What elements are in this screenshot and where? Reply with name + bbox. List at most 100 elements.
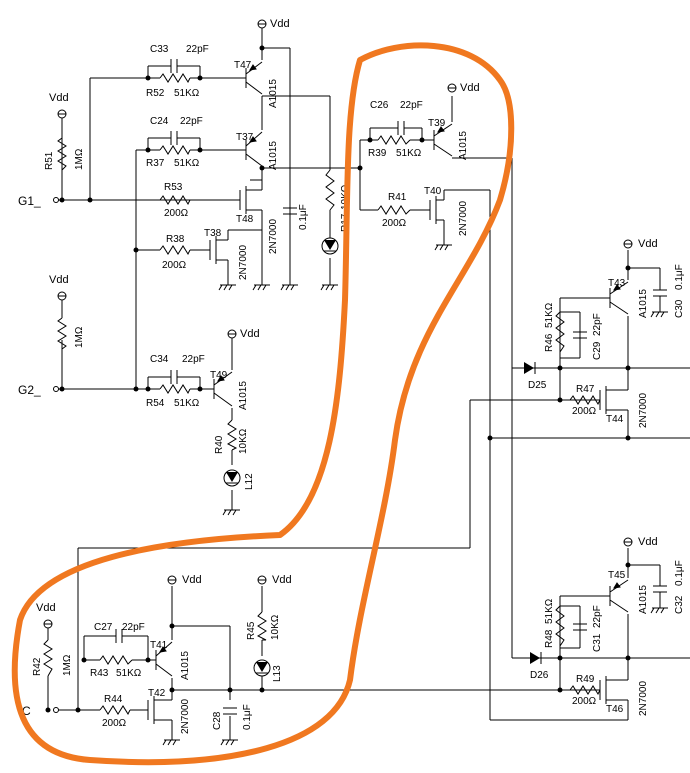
ground-symbol	[218, 284, 236, 291]
ground-symbol	[162, 739, 180, 746]
transistors	[147, 61, 629, 724]
input-label-c: C	[22, 704, 31, 718]
label-r43-ref: R43	[90, 668, 109, 679]
label-r47-value: 200Ω	[572, 406, 597, 417]
label-c26-value: 22pF	[400, 100, 423, 111]
resistor-r37	[159, 145, 191, 156]
capacitor-c34	[165, 370, 183, 384]
resistor-r46	[555, 311, 565, 353]
label-r46-value: 51KΩ	[544, 302, 555, 328]
label-r44-ref: R44	[104, 694, 123, 705]
label-d26: D26	[530, 670, 549, 681]
label-t47-part: A1015	[268, 79, 279, 108]
svg-text:Vdd: Vdd	[270, 18, 290, 30]
label-r54-ref: R54	[146, 398, 165, 409]
label-t37-ref: T37	[236, 132, 254, 143]
label-c33-value: 22pF	[186, 44, 209, 55]
vdd-symbol: Vdd	[167, 574, 202, 586]
capacitor-c32	[653, 585, 667, 608]
resistor-r40	[226, 419, 238, 451]
diode-d26	[530, 652, 542, 664]
led-l17	[321, 237, 339, 255]
resistor-r42	[43, 639, 53, 677]
resistor-r54	[159, 384, 191, 395]
transistor-t41	[155, 641, 173, 677]
label-c24-ref: C24	[150, 116, 169, 127]
ground-symbol	[650, 311, 668, 318]
label-r41-ref: R41	[388, 192, 407, 203]
label-t38-part: 2N7000	[238, 245, 249, 280]
label-r40-value: 10KΩ	[238, 428, 249, 454]
label-t47-ref: T47	[234, 60, 252, 71]
label-t44-ref: T44	[606, 414, 624, 425]
vdd-symbol: Vdd	[36, 602, 56, 629]
label-c27-ref: C27	[94, 622, 113, 633]
capacitor-c33	[165, 59, 183, 73]
input-label-g1: G1_	[18, 194, 41, 208]
diode-d25	[524, 362, 560, 374]
label-r48-value: 51KΩ	[544, 598, 555, 624]
resistor-r38	[159, 245, 191, 256]
label-t39-ref: T39	[428, 118, 446, 129]
label-r39-ref: R39	[368, 148, 387, 159]
label-c34-ref: C34	[150, 354, 169, 365]
svg-text:Vdd: Vdd	[49, 274, 69, 286]
transistor-t44	[599, 378, 629, 420]
label-c29-ref: C29	[592, 341, 603, 360]
led-l13	[253, 659, 271, 677]
vdd-symbols: Vdd Vdd Vdd Vdd Vdd Vdd Vdd Vdd Vdd Vdd	[36, 18, 658, 629]
svg-text:Vdd: Vdd	[638, 238, 658, 250]
svg-text:Vdd: Vdd	[182, 574, 202, 586]
label-t45-part: A1015	[638, 585, 649, 614]
transistor-t38	[209, 230, 229, 270]
label-r52-value: 51KΩ	[174, 88, 200, 99]
resistors	[43, 73, 601, 716]
ground-symbol	[222, 509, 240, 516]
vdd-symbol: Vdd	[49, 92, 69, 119]
label-t39-part: A1015	[458, 131, 469, 160]
label-r53-ref: R53	[164, 182, 183, 193]
capacitor-c27	[110, 629, 128, 643]
label-c31-ref: C31	[592, 633, 603, 652]
label-t49-part: A1015	[238, 381, 249, 410]
resistor-r43	[99, 655, 133, 665]
vdd-symbol: Vdd	[257, 574, 292, 586]
label-t46-ref: T46	[606, 704, 624, 715]
ground-symbol	[434, 244, 452, 251]
label-c30-ref: C30	[674, 299, 685, 318]
capacitor-c29	[573, 331, 587, 339]
label-t48-ref: T48	[236, 214, 254, 225]
transistor-t42	[147, 696, 173, 724]
led-l12	[223, 469, 241, 487]
transistor-t49	[213, 371, 233, 407]
label-c31-value: 22pF	[592, 605, 603, 628]
svg-text:Vdd: Vdd	[240, 328, 260, 340]
svg-text:Vdd: Vdd	[272, 574, 292, 586]
resistor-r45	[256, 611, 267, 641]
label-r43-value: 51KΩ	[116, 668, 142, 679]
label-t41-part: A1015	[180, 651, 191, 680]
input-terminals: G1_ G2_ C	[18, 194, 59, 718]
ground-symbol	[220, 739, 238, 746]
label-t42-part: 2N7000	[180, 699, 191, 734]
svg-text:Vdd: Vdd	[49, 92, 69, 104]
resistor-r39	[377, 135, 411, 145]
input-label-g2: G2_	[18, 383, 41, 397]
label-c27-value: 22pF	[122, 622, 145, 633]
svg-text:Vdd: Vdd	[460, 82, 480, 94]
ground-symbol	[252, 284, 270, 291]
capacitors	[110, 59, 667, 715]
transistor-t40	[429, 190, 445, 230]
label-r45-value: 10KΩ	[270, 614, 281, 640]
label-t43-part: A1015	[638, 289, 649, 318]
label-c33-ref: C33	[150, 44, 169, 55]
label-r48-ref: R48	[544, 629, 555, 648]
label-c28-value: 0.1μF	[242, 704, 253, 730]
highlight-outline	[11, 42, 515, 766]
label-t40-ref: T40	[424, 186, 442, 197]
label-r45-ref: R45	[246, 621, 257, 640]
resistor-r49	[569, 685, 601, 696]
label-r53-value: 200Ω	[164, 208, 189, 219]
resistor-r51	[57, 137, 67, 171]
vdd-symbol: Vdd	[227, 328, 260, 340]
